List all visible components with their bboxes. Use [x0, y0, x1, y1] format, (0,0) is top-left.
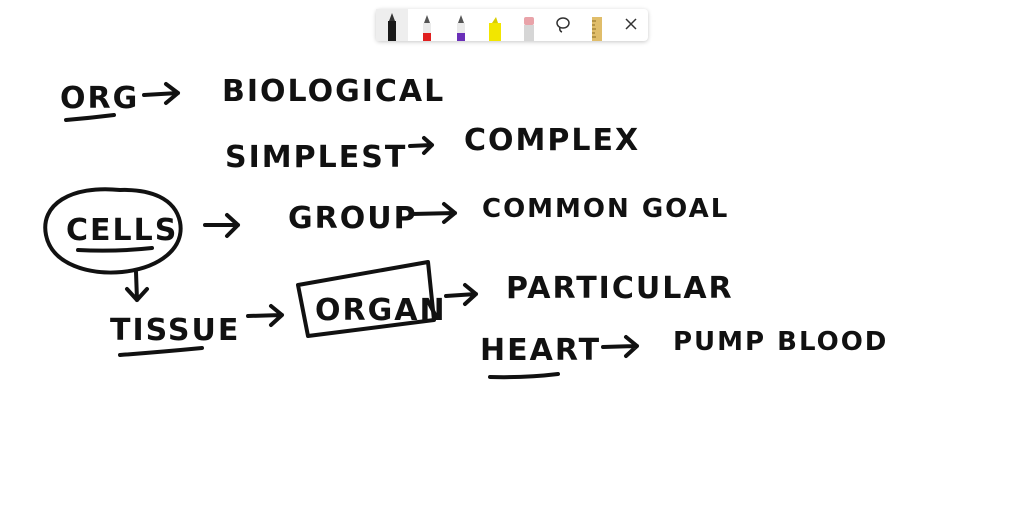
- lasso-icon: [556, 17, 570, 33]
- box-organ: [296, 260, 436, 338]
- note-group: GROUP: [288, 201, 418, 236]
- note-tissue: TISSUE: [110, 313, 240, 348]
- black-pen-button[interactable]: [376, 9, 408, 41]
- note-simplest: SIMPLEST: [225, 140, 407, 175]
- note-complex: COMPLEX: [464, 123, 640, 158]
- arrow-icon: [601, 335, 639, 358]
- pen-icon: [423, 15, 431, 41]
- note-heart: HEART: [480, 333, 601, 368]
- drawing-toolbar: [376, 9, 648, 41]
- eraser-button[interactable]: [513, 9, 545, 41]
- note-organ: ORGAN: [315, 293, 447, 328]
- circle-cells: [43, 187, 183, 275]
- arrow-icon: [203, 213, 240, 238]
- ruler-button[interactable]: [581, 9, 613, 41]
- lasso-button[interactable]: [547, 9, 579, 41]
- red-pen-button[interactable]: [411, 9, 443, 41]
- arrow-icon: [408, 136, 434, 155]
- note-common-goal: COMMON GOAL: [482, 194, 729, 224]
- note-particular: PARTICULAR: [506, 271, 734, 306]
- note-pump-blood: PUMP BLOOD: [673, 327, 888, 357]
- pen-icon: [457, 15, 465, 41]
- down-arrow-icon: [125, 270, 149, 302]
- close-button[interactable]: [615, 9, 647, 41]
- note-org: ORG: [60, 81, 139, 116]
- arrow-icon: [410, 202, 457, 224]
- eraser-icon: [524, 17, 534, 41]
- purple-pen-button[interactable]: [445, 9, 477, 41]
- close-icon: [625, 18, 637, 30]
- highlighter-button[interactable]: [479, 9, 511, 41]
- note-biological: BIOLOGICAL: [222, 74, 445, 109]
- underline-cells: [76, 246, 154, 253]
- arrow-icon: [246, 304, 284, 327]
- note-cells: CELLS: [66, 213, 178, 248]
- underline-org: [64, 113, 116, 122]
- underline-heart: [488, 372, 560, 380]
- underline-tissue: [118, 346, 204, 357]
- ruler-icon: [592, 17, 602, 41]
- arrow-icon: [142, 82, 180, 105]
- pen-icon: [388, 13, 396, 41]
- arrow-icon: [444, 283, 478, 306]
- highlighter-icon: [489, 17, 501, 41]
